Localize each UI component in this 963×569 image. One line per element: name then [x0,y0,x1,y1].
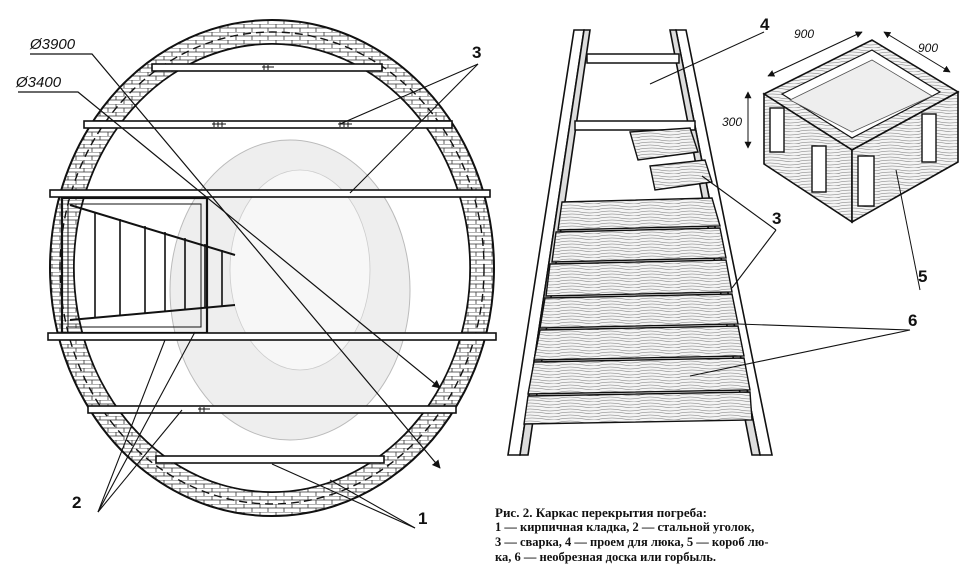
callout-3-plan: 3 [472,43,481,62]
caption-line-2: 3 — сварка, 4 — проем для люка, 5 — коро… [495,535,769,549]
beam-5 [87,405,457,414]
callout-1: 1 [418,509,427,528]
figure-caption: Рис. 2. Каркас перекрытия погреба: 1 — к… [495,505,955,565]
box-dimension-lines [744,31,951,291]
weld-marks [198,65,352,412]
box-depth-label: 900 [918,41,938,55]
callout-2-leaders [97,331,196,513]
inner-wall-dashed-outline [59,31,485,505]
board-decking [523,197,753,425]
callout-3-frame: 3 [772,209,781,228]
caption-title: Рис. 2. Каркас перекрытия погреба: [495,505,708,520]
callout-4: 4 [760,15,770,34]
diameter-lines [18,53,441,469]
beam-4 [47,332,497,341]
box-height-label: 300 [722,115,742,129]
outer-diameter-label: Ø3900 [29,36,76,53]
callout-3-leaders [339,63,479,194]
loose-boards [629,127,713,191]
caption-line-1: 1 — кирпичная кладка, 2 — стальной уголо… [495,520,755,534]
beam-3 [49,189,491,198]
beam-6 [155,455,385,464]
frame-perspective-view: 4 3 6 [507,15,917,456]
cross-bars [574,53,696,131]
well-floor-inner [229,169,371,371]
box-corner-cleats [769,107,937,207]
inner-diameter-label: Ø3400 [15,74,62,91]
callout-frame-leaders [649,31,911,377]
callout-6: 6 [908,311,917,330]
beam-2 [83,120,453,129]
box-width-label: 900 [794,27,814,41]
caption-line-3: ка, 6 — необрезная доска или горбыль. [495,550,717,564]
hatch-box-view: 900 900 300 5 [722,27,960,291]
callout-2: 2 [72,493,81,512]
callout-5: 5 [918,267,927,286]
callout-1-leaders [271,463,416,529]
plan-view: Ø3900 Ø3400 3 2 1 [15,19,497,529]
